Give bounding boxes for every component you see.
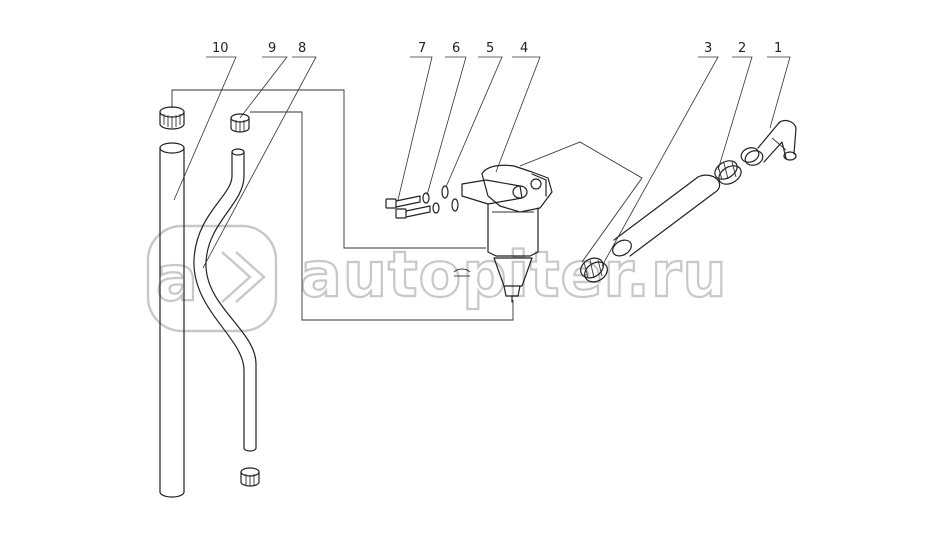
leader-lines: [173, 56, 791, 269]
callout-labels: 10 9 8 7 6 5 4 3 2 1: [212, 41, 782, 56]
watermark-text: autopiter.ru: [300, 238, 728, 311]
callout-3: 3: [704, 41, 712, 56]
callout-9: 9: [268, 41, 276, 56]
callout-1: 1: [774, 41, 782, 56]
part-10-long-hose: [159, 106, 185, 498]
part-9-clamp-top: [230, 113, 250, 133]
part-4-filter-assembly: [453, 164, 553, 303]
callout-10: 10: [212, 41, 229, 56]
watermark-logo: a: [146, 224, 278, 333]
part-2-clamp: [714, 160, 742, 185]
part-1-elbow-hose: [740, 119, 797, 166]
part-1-clamp: [740, 147, 764, 166]
callout-8: 8: [298, 41, 306, 56]
part-6-washers: [422, 192, 440, 214]
watermark-logo-a: a: [156, 242, 199, 315]
part-9-clamp-bottom: [240, 467, 260, 487]
watermark: a autopiter.ru: [146, 224, 728, 333]
part-3-clamp: [580, 257, 608, 283]
part-7-bolt-lower: [395, 205, 431, 219]
callout-4: 4: [520, 41, 528, 56]
parts-5-7-fasteners: [385, 185, 459, 219]
callout-2: 2: [738, 41, 746, 56]
part-10-clamp: [159, 106, 185, 130]
part-7-bolt-upper: [385, 195, 421, 209]
part-9-curved-hose: [193, 113, 260, 487]
part-3-hose: [580, 174, 721, 283]
callout-6: 6: [452, 41, 460, 56]
callout-7: 7: [418, 41, 426, 56]
hose-routing-lines: [171, 89, 643, 321]
part-5-lock-washers: [441, 185, 459, 212]
callout-5: 5: [486, 41, 494, 56]
